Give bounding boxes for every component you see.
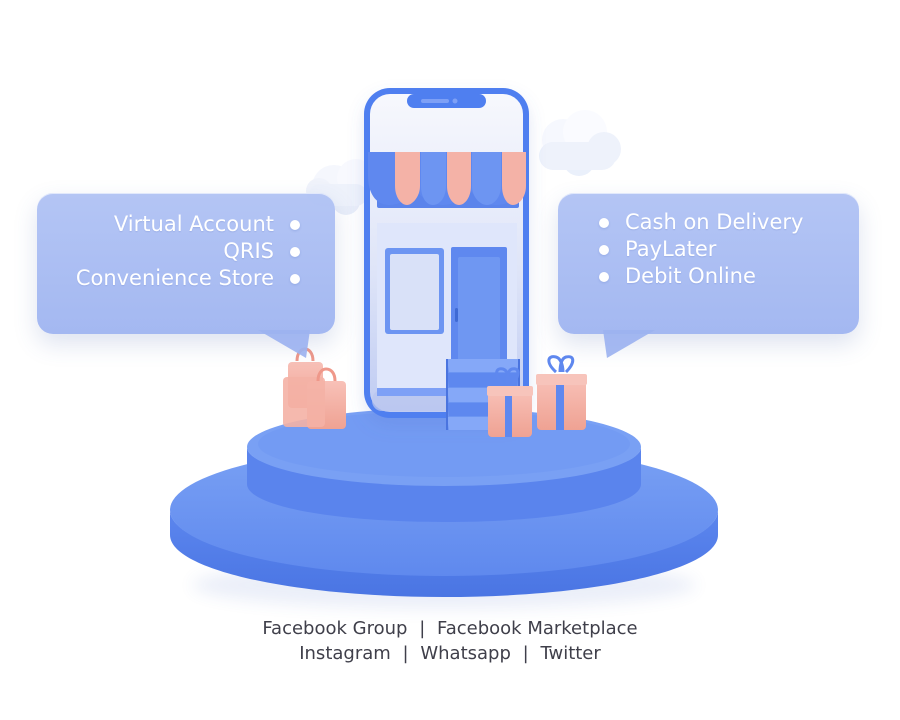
bullet-dot-icon bbox=[599, 244, 609, 255]
channel-whatsapp: Whatsapp bbox=[420, 643, 511, 664]
sales-channels-line-1: Facebook Group | Facebook Marketplace bbox=[0, 617, 900, 641]
channel-separator: | bbox=[402, 643, 409, 664]
sales-channels-line-2: Instagram | Whatsapp | Twitter bbox=[0, 642, 900, 666]
payment-methods-right-panel bbox=[558, 193, 859, 334]
left-speech-bubble-tail bbox=[254, 330, 310, 358]
channel-separator: | bbox=[522, 643, 529, 664]
gift-boxes bbox=[487, 355, 587, 437]
bullet-dot-icon bbox=[290, 246, 300, 257]
payment-item-debit-online: Debit Online bbox=[599, 263, 803, 290]
payment-label: QRIS bbox=[223, 239, 274, 263]
right-speech-bubble-tail bbox=[603, 330, 659, 358]
left-payment-list: Virtual Account QRIS Convenience Store bbox=[76, 211, 300, 292]
payment-item-qris: QRIS bbox=[76, 238, 300, 265]
bullet-dot-icon bbox=[599, 217, 609, 228]
bullet-dot-icon bbox=[599, 271, 609, 282]
channel-instagram: Instagram bbox=[299, 643, 391, 664]
channel-separator: | bbox=[419, 618, 426, 639]
shopping-bags bbox=[283, 347, 346, 429]
payment-methods-left-panel bbox=[37, 193, 335, 334]
platform bbox=[170, 408, 718, 597]
cloud-right bbox=[539, 110, 621, 176]
channel-twitter: Twitter bbox=[540, 643, 601, 664]
payment-item-convenience-store: Convenience Store bbox=[76, 265, 300, 292]
bullet-dot-icon bbox=[290, 273, 300, 284]
right-payment-list: Cash on Delivery PayLater Debit Online bbox=[599, 209, 803, 290]
payment-item-cash-on-delivery: Cash on Delivery bbox=[599, 209, 803, 236]
payment-label: Convenience Store bbox=[75, 266, 274, 290]
payment-item-virtual-account: Virtual Account bbox=[76, 211, 300, 238]
payment-item-paylater: PayLater bbox=[599, 236, 803, 263]
bullet-dot-icon bbox=[290, 219, 300, 230]
channel-facebook-group: Facebook Group bbox=[262, 618, 408, 639]
payment-label: Virtual Account bbox=[113, 212, 274, 236]
channel-facebook-marketplace: Facebook Marketplace bbox=[437, 618, 638, 639]
payment-label: Cash on Delivery bbox=[625, 210, 804, 234]
payment-label: PayLater bbox=[625, 237, 717, 261]
payment-label: Debit Online bbox=[625, 264, 756, 288]
